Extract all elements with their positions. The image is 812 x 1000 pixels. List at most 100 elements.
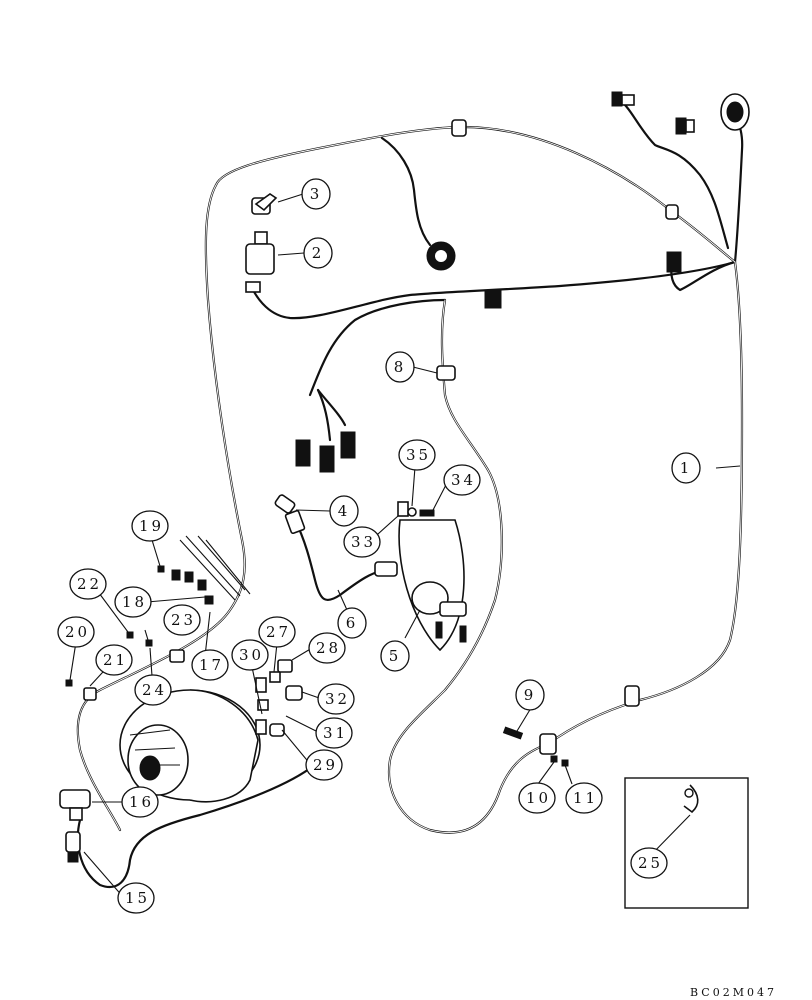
- tee-fitting-16: [59, 789, 91, 821]
- callout-circle: [515, 679, 545, 711]
- callout-30: 30: [231, 639, 269, 671]
- callout-8: 8: [385, 351, 415, 383]
- callout-label: 16: [129, 793, 154, 811]
- switch-connectors: [295, 431, 356, 473]
- callout-circle: [308, 632, 346, 664]
- callout-34: 34: [443, 464, 481, 496]
- callout-4: 4: [329, 495, 359, 527]
- callout-29: 29: [305, 749, 343, 781]
- callout-circle: [131, 510, 169, 542]
- callout-label: 11: [573, 789, 598, 807]
- callout-10: 10: [518, 782, 556, 814]
- hose-fitting-4: [274, 494, 306, 535]
- callout-circle: [117, 882, 155, 914]
- callout-17: 17: [191, 649, 229, 681]
- round-connector: [426, 241, 456, 271]
- callout-label: 25: [638, 854, 663, 872]
- terminal-hardware-switch: [397, 501, 435, 517]
- callout-circle: [258, 616, 296, 648]
- callout-label: 28: [316, 639, 341, 657]
- temperature-sender-15: [65, 831, 81, 863]
- harness-branch-switch-connectors: [308, 298, 447, 397]
- callout-21: 21: [95, 644, 133, 676]
- main-harness-top-loop: [214, 125, 737, 264]
- callout-circle: [337, 607, 367, 639]
- callout-35: 35: [398, 439, 436, 471]
- callout-22: 22: [69, 568, 107, 600]
- terminal-hardware-alternator: [255, 659, 303, 737]
- harness-wires: [76, 98, 744, 888]
- callout-label: 5: [389, 647, 402, 665]
- callout-label: 18: [122, 593, 147, 611]
- callout-label: 20: [65, 623, 90, 641]
- callout-15: 15: [117, 882, 155, 914]
- harness-branch-plug-b: [733, 113, 744, 264]
- callout-label: 19: [139, 517, 164, 535]
- callout-31: 31: [315, 717, 353, 749]
- callout-20: 20: [57, 616, 95, 648]
- callout-label: 1: [680, 459, 693, 477]
- callout-label: 31: [323, 724, 348, 742]
- callout-32: 32: [317, 683, 355, 715]
- callout-2: 2: [303, 237, 333, 269]
- callout-label: 30: [239, 646, 264, 664]
- callout-circle: [518, 782, 556, 814]
- callout-label: 35: [406, 446, 431, 464]
- callout-5: 5: [380, 640, 410, 672]
- callout-label: 4: [338, 502, 351, 520]
- callout-6: 6: [337, 607, 367, 639]
- clamps: [436, 119, 679, 755]
- callout-label: 17: [199, 656, 224, 674]
- callout-circle: [398, 439, 436, 471]
- callout-circle: [385, 351, 415, 383]
- callout-label: 27: [266, 623, 291, 641]
- callout-circle: [315, 717, 353, 749]
- callout-circle: [630, 847, 668, 879]
- callout-label: 15: [125, 889, 150, 907]
- callout-circle: [231, 639, 269, 671]
- callout-circle: [57, 616, 95, 648]
- main-harness-right-trunk: [546, 260, 744, 746]
- callout-circle: [343, 526, 381, 558]
- callout-circle: [301, 178, 331, 210]
- callout-circle: [95, 644, 133, 676]
- callout-circle: [317, 683, 355, 715]
- alternator-wires: [76, 758, 322, 888]
- callout-9: 9: [515, 679, 545, 711]
- callout-16: 16: [121, 786, 159, 818]
- harness-branch-switch-connector-2: [316, 388, 332, 442]
- hose-end-fitting: [374, 561, 398, 577]
- callout-label: 2: [312, 244, 325, 262]
- callout-label: 34: [451, 471, 476, 489]
- terminal-hardware: [65, 565, 214, 701]
- round-bulkhead-connector: [720, 93, 750, 131]
- callout-circle: [565, 782, 603, 814]
- callout-circle: [69, 568, 107, 600]
- callout-label: 10: [526, 789, 551, 807]
- pressure-sensor-2: [245, 231, 275, 293]
- harness-branch-plug-a: [618, 98, 730, 250]
- callout-label: 8: [394, 358, 407, 376]
- inset-detail-25: [624, 777, 749, 909]
- callout-label: 3: [310, 185, 323, 203]
- callout-23: 23: [163, 604, 201, 636]
- callout-label: 33: [351, 533, 376, 551]
- callout-circle: [671, 452, 701, 484]
- components: [59, 91, 750, 863]
- harness-branch-sensor-2: [250, 260, 737, 320]
- hose-6: [293, 518, 387, 602]
- callout-circle: [134, 674, 172, 706]
- callout-circle: [443, 464, 481, 496]
- callout-11: 11: [565, 782, 603, 814]
- callout-circle: [380, 640, 410, 672]
- terminal-hardware-clamp: [502, 726, 569, 767]
- callout-label: 32: [325, 690, 350, 708]
- callout-label: 23: [171, 611, 196, 629]
- callout-1: 1: [671, 452, 701, 484]
- callout-label: 6: [346, 614, 359, 632]
- harness-branch-plug-c: [670, 260, 737, 292]
- callout-circle: [329, 495, 359, 527]
- callout-18: 18: [114, 586, 152, 618]
